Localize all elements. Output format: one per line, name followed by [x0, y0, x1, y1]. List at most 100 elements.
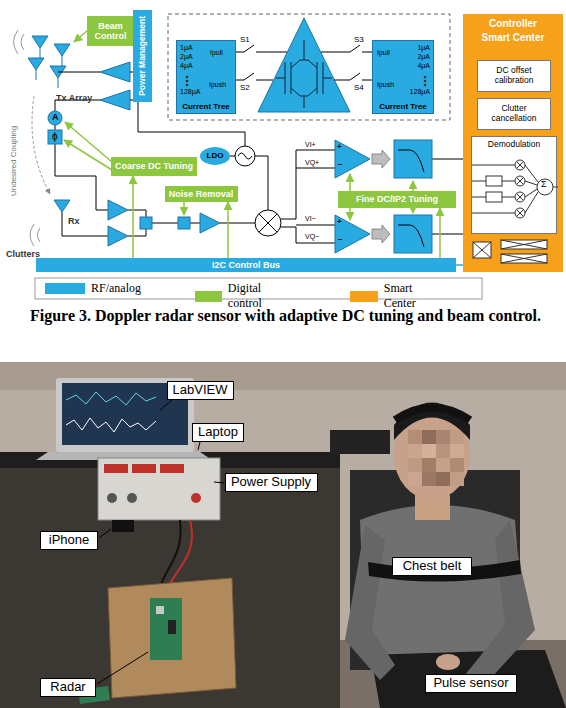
power-supply-photo [160, 464, 184, 473]
node-text: 2μA [417, 53, 430, 61]
box-label: DC offset calibration [480, 66, 548, 86]
person-photo [436, 430, 450, 444]
controller-panel: ControllerSmart Center DC offset calibrat… [463, 14, 563, 272]
power-supply-photo [104, 464, 128, 473]
iphone-photo [112, 520, 134, 532]
node-text: Ipush [377, 81, 394, 89]
box-label: Pulse sensor [433, 676, 508, 691]
box-label: Chest belt [403, 559, 462, 574]
signal-wire [281, 225, 335, 243]
radar-photo [168, 620, 176, 634]
low-noise-amplifier [200, 213, 220, 233]
tuning-box: Fine DC/IP2 Tuning [338, 191, 456, 208]
current-tree: IpullIpush1μA2μA4μA128μACurrent Tree [372, 40, 434, 114]
signal-wire [55, 72, 133, 130]
leader-line [97, 652, 148, 684]
function-box: DC offset calibration [477, 60, 551, 92]
person-photo [436, 444, 450, 458]
tuning-box: Coarse DC Tuning [111, 157, 197, 176]
leader-line [160, 400, 172, 410]
node-text: Controller [463, 18, 563, 30]
oscillator-symbol [235, 146, 255, 166]
power-amplifier [100, 62, 130, 82]
mixer-symbol [259, 214, 277, 232]
power-amplifier [100, 90, 130, 110]
ldo-ellipse: LDO [200, 147, 230, 165]
fine-tuning-arrow [349, 208, 351, 220]
person-photo [408, 444, 422, 458]
oscillator-symbol [238, 153, 252, 159]
input-sign: − [338, 236, 343, 245]
bus-connector [456, 264, 463, 266]
photo-label: LabVIEW [167, 381, 234, 400]
photo-label: Laptop [192, 423, 244, 442]
signal-name: VI− [305, 215, 316, 223]
node-text: Demodulation [472, 140, 556, 150]
box-label: LDO [207, 151, 224, 160]
node-symbol [424, 80, 426, 82]
bus-connector [227, 202, 229, 258]
photo-label: iPhone [40, 531, 98, 550]
figure-caption: Figure 3. Doppler radar sensor with adap… [30, 306, 560, 325]
tx-antenna [54, 44, 70, 66]
node-text: Smart Center [463, 32, 563, 44]
function-box: Clutter cancellation [477, 98, 551, 130]
power-amplifier [100, 62, 130, 110]
leader-line [99, 529, 111, 538]
person-photo [450, 444, 464, 458]
box-label: iPhone [49, 533, 89, 548]
signal-wire [62, 212, 108, 236]
mixer-symbol [255, 210, 281, 236]
coarse-tuning-arrow [64, 122, 112, 170]
legend-text: Smart Center [384, 281, 428, 311]
input-sign: + [337, 143, 342, 152]
legend-item: RF/analog [45, 281, 141, 296]
fine-tuning-arrow [412, 181, 414, 191]
coupling-note: Undesired Coupling [10, 126, 19, 196]
power-supply-photo [191, 493, 201, 503]
inset-frame [168, 14, 450, 120]
power-supply-photo [127, 493, 137, 503]
radar-photo [78, 578, 236, 704]
person-photo [422, 472, 436, 486]
filter-block [394, 140, 432, 178]
power-supply-photo [107, 493, 117, 503]
rx-antenna [54, 200, 70, 212]
leader-line [198, 442, 200, 450]
box-label: Radar [50, 680, 85, 695]
legend-text: RF/analog [91, 281, 141, 296]
filter-block [394, 215, 432, 253]
block-arrow [372, 150, 390, 168]
switch-name: S3 [354, 36, 364, 45]
node-text: Ipull [210, 49, 223, 57]
node-text: Current Tree [177, 102, 235, 111]
node-symbol [517, 178, 524, 185]
node-symbol [517, 162, 524, 169]
node-symbol [517, 162, 524, 169]
node-symbol [515, 176, 525, 186]
radar-photo [156, 606, 164, 614]
person-photo [422, 458, 436, 472]
tx-antenna [50, 66, 66, 88]
person-photo [345, 403, 566, 708]
photo-label: Pulse sensor [425, 674, 517, 693]
bus-band: I2C Control Bus [36, 258, 456, 272]
person-photo [450, 472, 464, 486]
switch-name: S4 [354, 84, 364, 93]
low-noise-amplifier [140, 217, 152, 229]
person-photo [422, 430, 436, 444]
block-arrow [372, 225, 390, 243]
beam-control-arrow [74, 30, 88, 42]
node-symbol [486, 176, 502, 186]
person-photo [408, 472, 422, 486]
leader-line [214, 482, 224, 483]
tx-antenna [32, 36, 48, 58]
node-text: 128μA [180, 88, 200, 96]
tx-antenna [28, 58, 44, 80]
box-label: Beam Control [89, 21, 132, 42]
power-supply-photo [98, 458, 220, 520]
box-label: Coarse DC Tuning [115, 161, 193, 171]
inset-frame [168, 14, 450, 120]
current-tree: 1μA2μA4μA128μAIpullIpushCurrent Tree [176, 40, 236, 114]
